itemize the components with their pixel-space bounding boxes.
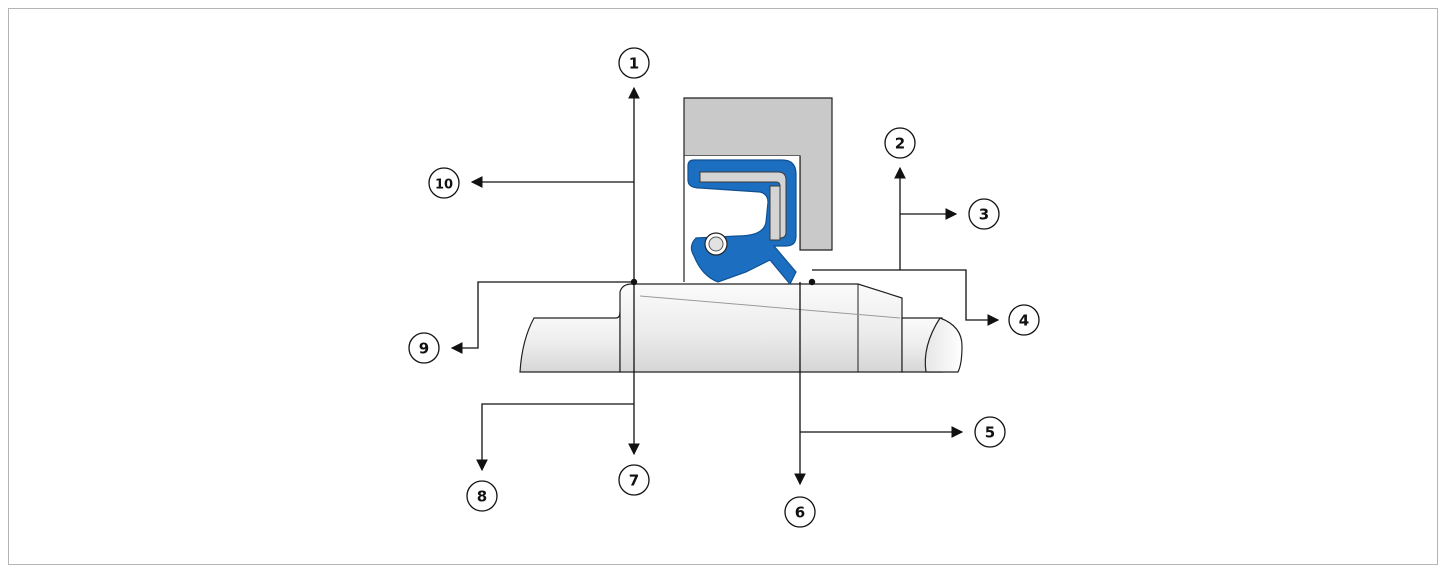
shaft-seal: [687, 159, 797, 286]
shaft-end-face: [924, 317, 963, 373]
garter-spring-inner: [708, 236, 724, 252]
leader-8: [476, 403, 634, 472]
callout-7-label: 7: [629, 472, 639, 490]
callout-5: 5: [974, 416, 1006, 448]
callout-7: 7: [618, 464, 650, 496]
seal-insert: [699, 171, 787, 239]
shaft: [519, 283, 963, 373]
callout-9-label: 9: [419, 340, 429, 358]
callout-9: 9: [408, 332, 440, 364]
shaft-main-section: [619, 283, 903, 373]
callout-6-label: 6: [795, 504, 805, 522]
leader-9: [450, 281, 634, 354]
callout-lines: [450, 86, 1000, 486]
callout-5-label: 5: [985, 424, 995, 442]
seal-insert-leg: [769, 185, 781, 241]
callout-4: 4: [1008, 304, 1040, 336]
leader-4: [812, 269, 1000, 326]
junction-dot-left: [630, 278, 638, 286]
shaft-highlight-line: [639, 295, 901, 319]
shaft-left-section: [519, 311, 621, 373]
callout-2: 2: [884, 127, 916, 159]
callout-6: 6: [784, 496, 816, 528]
callout-2-label: 2: [895, 135, 905, 153]
callout-1-label: 1: [629, 55, 639, 73]
callout-4-label: 4: [1019, 312, 1029, 330]
junction-dot-right: [808, 278, 816, 286]
callout-3-label: 3: [979, 206, 989, 224]
callout-8-label: 8: [477, 488, 487, 506]
callout-10: 10: [428, 167, 460, 199]
callout-8: 8: [466, 480, 498, 512]
callout-3: 3: [968, 198, 1000, 230]
callout-1: 1: [618, 47, 650, 79]
callout-10-label: 10: [435, 178, 453, 193]
